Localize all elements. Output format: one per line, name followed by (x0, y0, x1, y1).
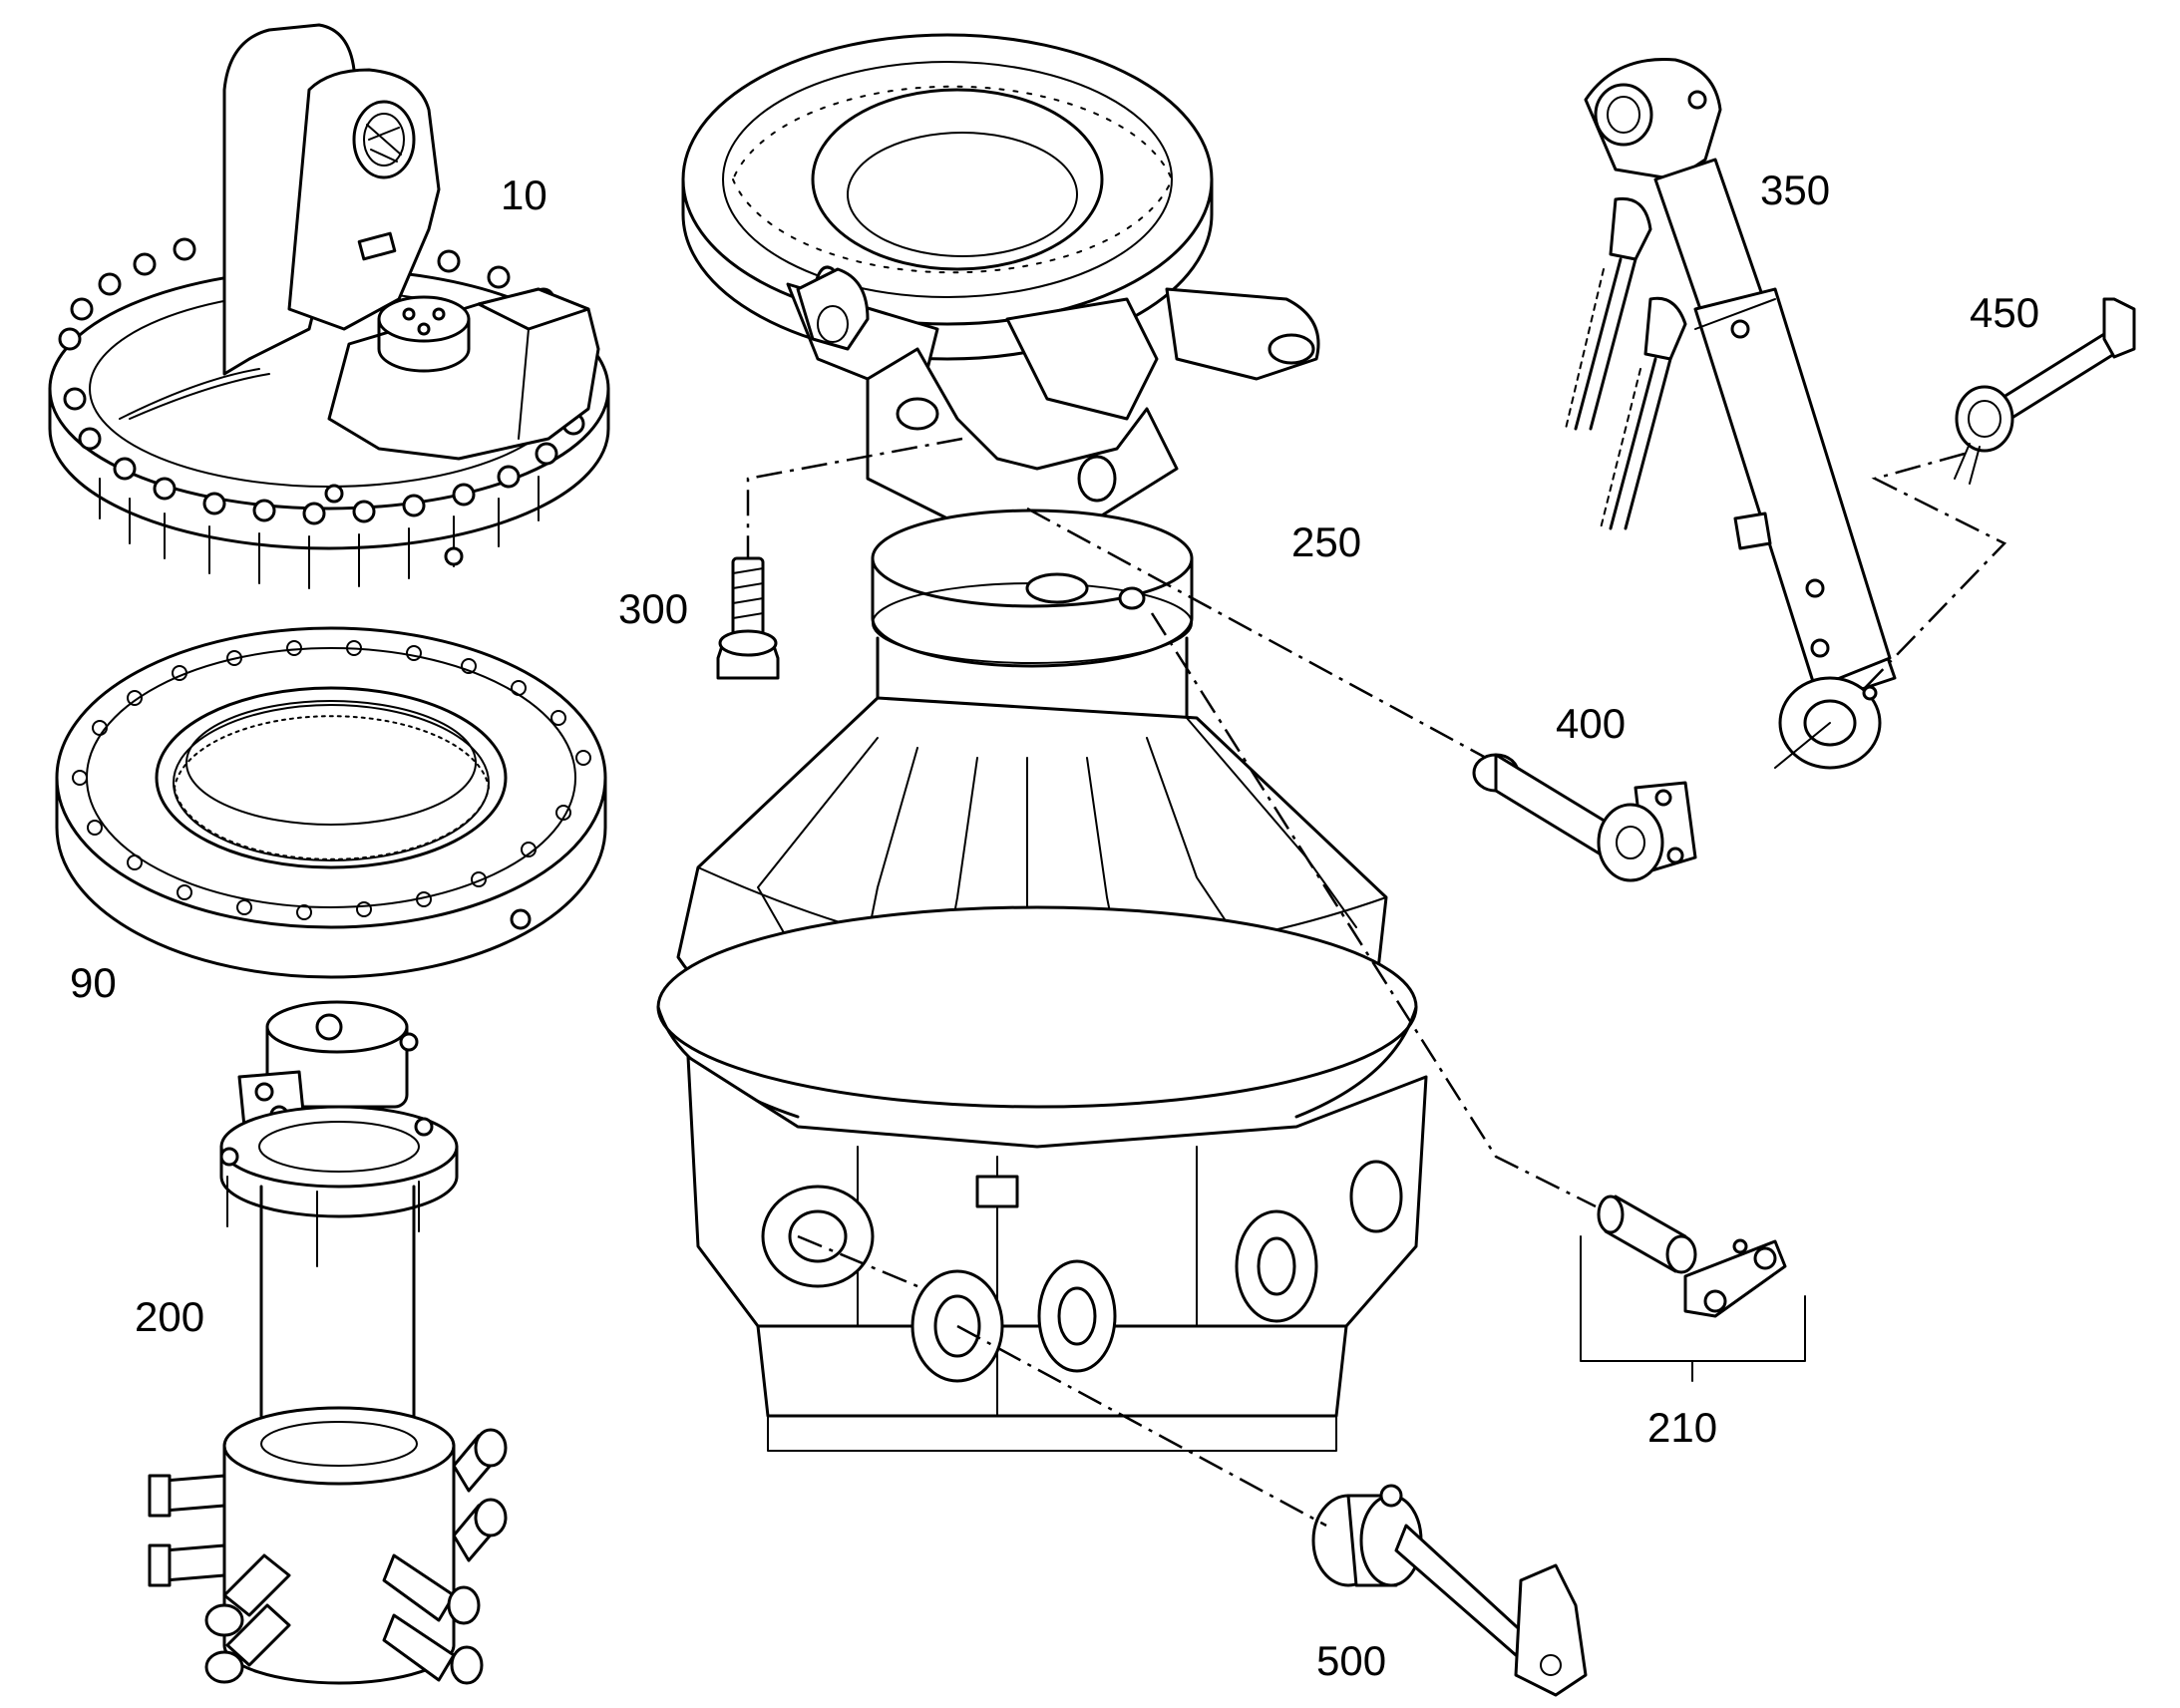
callout-350: 350 (1760, 167, 1830, 213)
part-200-rotary-union (148, 1000, 508, 1685)
callout-10: 10 (501, 171, 547, 218)
callout-250: 250 (1291, 518, 1361, 565)
callout-210: 210 (1647, 1404, 1717, 1451)
part-450-lock-pin (1954, 297, 2136, 485)
part-250-mast-housing (656, 33, 1428, 1452)
part-350-hydraulic-cylinder (1565, 58, 1897, 770)
hydraulic-fittings (148, 1428, 508, 1685)
callout-labels: 10 90 200 210 250 300 350 400 450 500 (70, 167, 2039, 1684)
callout-300: 300 (618, 585, 688, 632)
part-90-gear-ring (55, 626, 607, 979)
flange-bolts (58, 237, 585, 525)
part-400-pin (1472, 753, 1697, 882)
exploded-leader-lines (746, 437, 2007, 1528)
callout-450: 450 (1970, 289, 2039, 336)
callout-400: 400 (1556, 700, 1626, 747)
callout-500: 500 (1316, 1637, 1386, 1684)
callout-200: 200 (135, 1293, 204, 1340)
callout-90: 90 (70, 959, 117, 1006)
part-10-slew-drive (48, 23, 610, 589)
flange-studs (99, 476, 540, 589)
part-210-pin-kit (1580, 1195, 1806, 1382)
part-300-bolt (716, 556, 780, 680)
ring-holes (72, 640, 591, 920)
hydraulic-hoses (1565, 196, 1687, 530)
part-500-handle-pin (1311, 1484, 1588, 1697)
